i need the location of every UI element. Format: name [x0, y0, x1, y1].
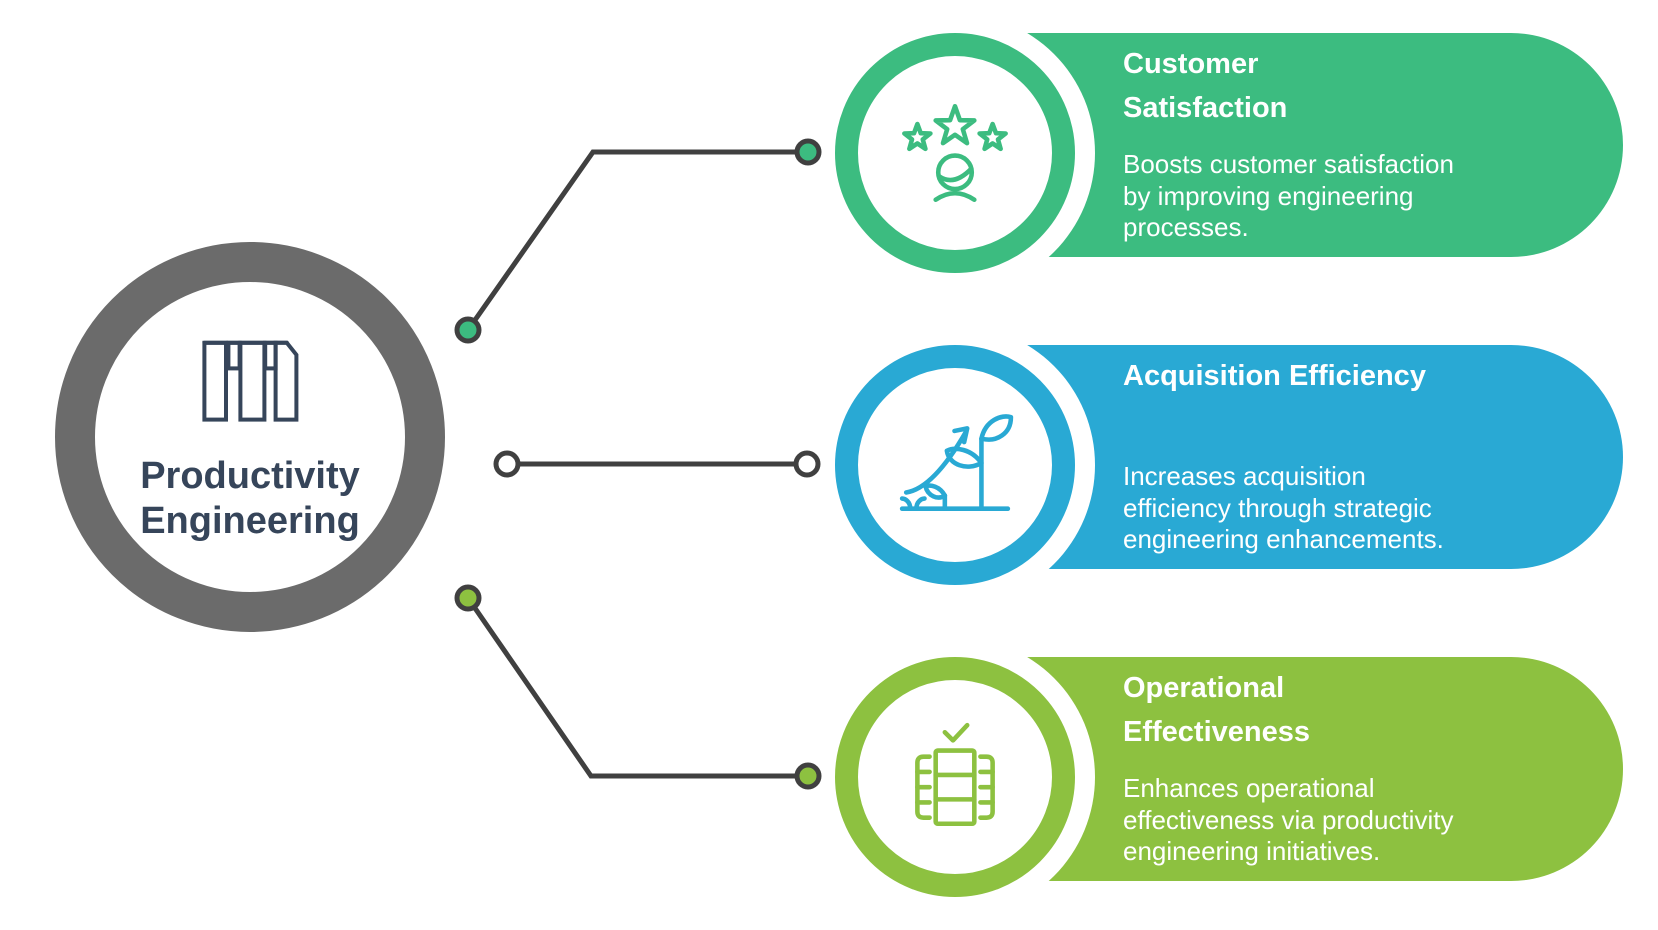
customer-satisfaction-stars-person-icon: [902, 103, 1008, 203]
connector-line-top: [465, 149, 808, 332]
operational-effectiveness-badge: [835, 657, 1075, 897]
card-customer-satisfaction: Customer Satisfaction Boosts customer sa…: [980, 33, 1623, 257]
acquisition-efficiency-badge: [835, 345, 1075, 585]
connector-dot-card-middle: [793, 450, 821, 478]
hub-content: Productivity Engineering: [140, 330, 360, 544]
card-title: Customer Satisfaction: [1123, 48, 1288, 124]
hub-label: Productivity Engineering: [140, 455, 360, 542]
card-title: Operational Effectiveness: [1123, 672, 1310, 748]
document-panels-icon: [202, 340, 299, 422]
card-title: Acquisition Efficiency: [1123, 360, 1426, 392]
connector-line-bottom: [465, 596, 808, 779]
growth-arrow-plant-icon: [899, 414, 1014, 512]
connector-dot-card-top: [794, 138, 822, 166]
machine-checkmark-icon: [915, 722, 995, 827]
card-operational-effectiveness: Operational Effectiveness Enhances opera…: [980, 657, 1623, 881]
customer-satisfaction-badge: [835, 33, 1075, 273]
connector-dot-hub-middle: [493, 450, 521, 478]
connector-dot-hub-bottom: [454, 584, 482, 612]
card-description: Enhances operational effectiveness via p…: [1123, 773, 1454, 866]
card-description: Boosts customer satisfaction by improvin…: [1123, 149, 1454, 242]
connector-dot-card-bottom: [794, 762, 822, 790]
card-description: Increases acquisition efficiency through…: [1123, 461, 1444, 554]
card-acquisition-efficiency: Acquisition Efficiency Increases acquisi…: [980, 345, 1623, 569]
connector-dot-hub-top: [454, 316, 482, 344]
hub-circle: Productivity Engineering: [55, 242, 445, 632]
